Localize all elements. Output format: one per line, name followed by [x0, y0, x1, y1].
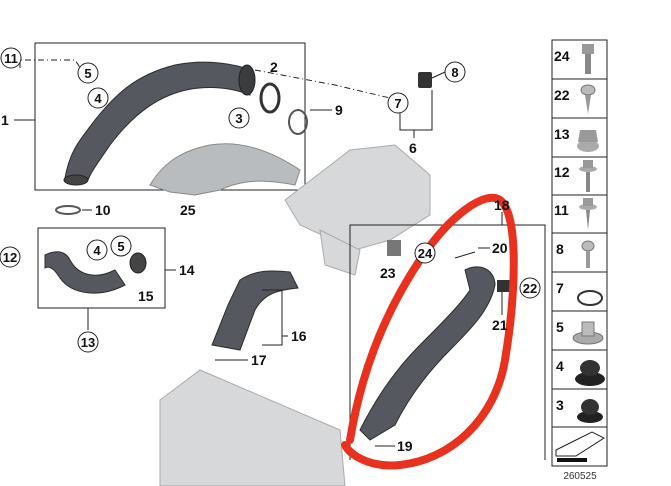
o-ring-icon: [577, 290, 603, 306]
callout-15[interactable]: 15: [138, 288, 154, 304]
callout-7[interactable]: 7: [394, 96, 401, 111]
sensor-8[interactable]: [418, 72, 432, 88]
callout-9[interactable]: 9: [335, 102, 343, 118]
callout-3[interactable]: 3: [235, 111, 242, 126]
part-22[interactable]: 22: [554, 87, 570, 103]
highlight-annotation: [341, 193, 518, 470]
hose-19[interactable]: [359, 266, 496, 441]
callout-12[interactable]: 12: [3, 250, 17, 265]
callout-4[interactable]: 4: [94, 91, 102, 106]
callout-20[interactable]: 20: [492, 240, 508, 256]
callout-6[interactable]: 6: [409, 140, 417, 156]
callout-25[interactable]: 25: [180, 202, 196, 218]
callout-11[interactable]: 11: [4, 51, 18, 66]
callout-10[interactable]: 10: [95, 202, 111, 218]
part-4[interactable]: 4: [556, 358, 564, 374]
hose-14[interactable]: [44, 251, 147, 294]
callout-5b[interactable]: 5: [117, 239, 124, 254]
callout-2[interactable]: 2: [270, 59, 278, 75]
assembly-frame-14: [37, 227, 176, 330]
collar-bolt-icon: [579, 160, 597, 192]
hose-16[interactable]: [211, 270, 299, 351]
heat-shield-25[interactable]: [149, 143, 301, 196]
fastener-column: 24 22 13 12 11 8 7 5 4 3: [551, 39, 608, 467]
callout-13[interactable]: 13: [81, 335, 95, 350]
callout-23[interactable]: 23: [380, 265, 396, 281]
rubber-grommet-3-icon: [577, 399, 603, 423]
part-5[interactable]: 5: [556, 319, 564, 335]
callout-labels: 11 5 4 1 2 3 9 8 7 6 10 25 12 4 5 14 15 …: [0, 47, 541, 454]
callout-22[interactable]: 22: [523, 281, 537, 296]
bracket-23[interactable]: [387, 240, 401, 256]
air-filter-housing: [284, 144, 431, 276]
seal-ring-9[interactable]: [288, 109, 308, 135]
callout-1[interactable]: 1: [1, 112, 9, 128]
callout-19[interactable]: 19: [397, 438, 413, 454]
intercooler: [159, 369, 346, 486]
callout-14[interactable]: 14: [179, 262, 195, 278]
bushing-icon: [572, 321, 604, 345]
collar-screw-icon: [579, 198, 597, 230]
rubber-grommet-4-icon: [575, 360, 605, 386]
part-8[interactable]: 8: [556, 241, 564, 257]
catalog-number: 260525: [563, 471, 597, 482]
arrow-symbol-icon: [555, 431, 606, 462]
callout-21[interactable]: 21: [492, 317, 508, 333]
part-12[interactable]: 12: [554, 164, 570, 180]
callout-17[interactable]: 17: [251, 352, 267, 368]
seal-ring-2[interactable]: [259, 82, 281, 114]
part-13[interactable]: 13: [554, 126, 570, 142]
part-3[interactable]: 3: [556, 397, 564, 413]
callout-18[interactable]: 18: [494, 197, 510, 213]
charge-air-pipe-1[interactable]: [63, 61, 256, 186]
sensor-21[interactable]: [497, 280, 511, 292]
hex-bolt-icon: [582, 44, 594, 74]
tapping-screw-icon: [580, 84, 596, 114]
screw-icon: [581, 240, 595, 268]
seal-ring-10[interactable]: [55, 205, 81, 215]
callout-16[interactable]: 16: [291, 328, 307, 344]
part-11[interactable]: 11: [554, 202, 569, 218]
hex-nut-icon: [577, 130, 599, 152]
part-7[interactable]: 7: [556, 280, 564, 296]
part-24[interactable]: 24: [554, 48, 570, 64]
callout-5[interactable]: 5: [84, 66, 91, 81]
callout-24[interactable]: 24: [418, 246, 433, 261]
callout-8[interactable]: 8: [451, 65, 458, 80]
callout-4b[interactable]: 4: [93, 243, 101, 258]
